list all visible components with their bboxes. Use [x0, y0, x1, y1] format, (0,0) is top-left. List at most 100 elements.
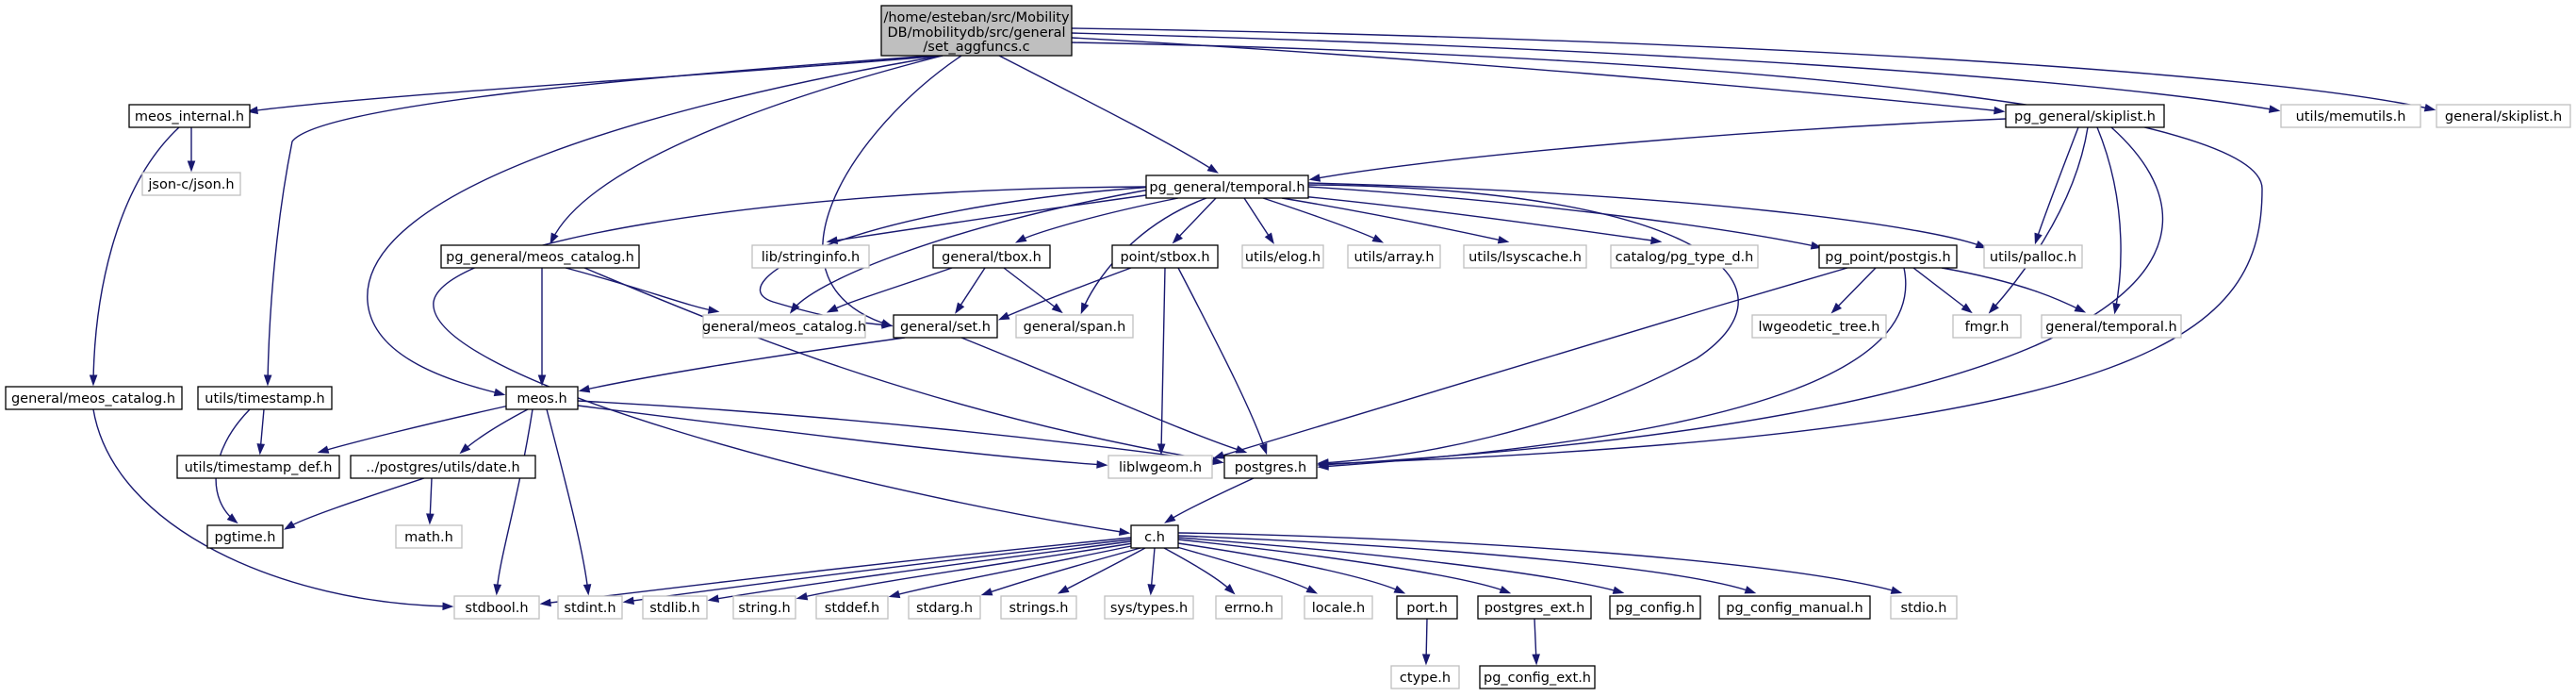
label-lwgeodetic-tree-h: lwgeodetic_tree.h [1759, 320, 1880, 335]
edge-c-to-strings [1057, 547, 1146, 594]
edge-point-stbox-to-general-set [997, 267, 1132, 321]
label-port-h: port.h [1406, 601, 1448, 616]
label-general-set-h: general/set.h [900, 320, 991, 335]
node-general-set-h[interactable]: general/set.h [893, 314, 998, 339]
edge-point-stbox-to-postgres [1177, 267, 1268, 456]
node-port-h[interactable]: port.h [1396, 595, 1458, 620]
node-general-span-h[interactable]: general/span.h [1015, 314, 1134, 339]
label-stddef-h: stddef.h [825, 601, 879, 616]
label-general-skiplist-h: general/skiplist.h [2445, 109, 2562, 124]
edge-setagg-to-general-set [822, 55, 962, 327]
node-lwgeodetic-tree-h[interactable]: lwgeodetic_tree.h [1751, 314, 1887, 339]
edge-pg-general-temporal-to-utils-lsyscache [1281, 197, 1510, 244]
edge-c-to-pg-config-manual [1177, 535, 1757, 594]
label-postgres-h: postgres.h [1235, 460, 1306, 475]
label-fmgr-h: fmgr.h [1965, 320, 2010, 335]
node-pg-point-postgis-h[interactable]: pg_point/postgis.h [1818, 244, 1958, 269]
node-utils-lsyscache-h[interactable]: utils/lsyscache.h [1463, 244, 1587, 269]
node-stdint-h[interactable]: stdint.h [557, 595, 623, 620]
node-pgtime-h[interactable]: pgtime.h [206, 524, 284, 549]
edge-meos-to-utils-timestamp-def [317, 405, 510, 454]
edge-c-to-stdint [622, 539, 1132, 606]
node-lib-stringinfo-h[interactable]: lib/stringinfo.h [751, 244, 870, 269]
node-stdlib-h[interactable]: stdlib.h [642, 595, 708, 620]
label-errno-h: errno.h [1224, 601, 1273, 616]
edge-setagg-to-general-skiplist [1071, 27, 2437, 112]
edge-general-meos-catalog-to-stdbool [92, 408, 454, 611]
node-utils-palloc-h[interactable]: utils/palloc.h [1983, 244, 2083, 269]
node-stdio-h[interactable]: stdio.h [1890, 595, 1958, 620]
node-general-temporal-h[interactable]: general/temporal.h [2041, 314, 2182, 339]
node-pg-general-meos-catalog-h[interactable]: pg_general/meos_catalog.h [440, 244, 640, 269]
node-utils-array-h[interactable]: utils/array.h [1347, 244, 1441, 269]
label-postgres-utils-date-h: ../postgres/utils/date.h [366, 460, 520, 475]
node-pg-general-temporal-h[interactable]: pg_general/temporal.h [1145, 174, 1309, 199]
edge-setagg-to-meos [367, 55, 943, 397]
node-math-h[interactable]: math.h [395, 524, 463, 549]
node-stddef-h[interactable]: stddef.h [815, 595, 889, 620]
label-liblwgeom-h: liblwgeom.h [1119, 460, 1202, 475]
edge-setagg-to-pg-general-meos-catalog [550, 55, 943, 245]
node-general-meos-catalog-h-left[interactable]: general/meos_catalog.h [5, 386, 183, 410]
edge-meos-to-stdint [546, 408, 592, 596]
root-file-line-3: /set_aggfuncs.c [923, 40, 1029, 55]
root-file-line-2: DB/mobilitydb/src/general [887, 25, 1065, 41]
label-utils-memutils-h: utils/memutils.h [2296, 109, 2406, 124]
edge-pg-general-temporal-to-utils-array [1262, 197, 1385, 243]
node-json-c-json-h[interactable]: json-c/json.h [141, 172, 241, 196]
node-ctype-h[interactable]: ctype.h [1390, 665, 1460, 689]
node-utils-elog-h[interactable]: utils/elog.h [1241, 244, 1324, 269]
label-utils-palloc-h: utils/palloc.h [1990, 250, 2076, 265]
label-pg-general-skiplist-h: pg_general/skiplist.h [2014, 109, 2156, 124]
edge-meos-to-stdbool [493, 408, 533, 596]
node-strings-h[interactable]: strings.h [1000, 595, 1077, 620]
label-stdint-h: stdint.h [564, 601, 615, 616]
node-postgres-h[interactable]: postgres.h [1223, 455, 1318, 479]
label-string-h: string.h [738, 601, 790, 616]
label-c-h: c.h [1144, 530, 1165, 545]
node-set-aggfuncs-c[interactable]: /home/esteban/src/Mobility DB/mobilitydb… [880, 5, 1073, 57]
node-postgres-ext-h[interactable]: postgres_ext.h [1477, 595, 1592, 620]
label-sys-types-h: sys/types.h [1110, 601, 1188, 616]
edge-pg-general-meos-catalog-to-meos [537, 268, 547, 387]
node-c-h[interactable]: c.h [1130, 524, 1179, 549]
node-general-meos-catalog-h-mid[interactable]: general/meos_catalog.h [702, 314, 866, 339]
node-pg-config-ext-h[interactable]: pg_config_ext.h [1479, 665, 1596, 689]
node-stdarg-h[interactable]: stdarg.h [908, 595, 981, 620]
node-meos-h[interactable]: meos.h [505, 386, 579, 410]
edge-c-to-string [796, 542, 1134, 601]
node-meos-internal-h[interactable]: meos_internal.h [128, 104, 251, 128]
node-utils-memutils-h[interactable]: utils/memutils.h [2280, 104, 2421, 128]
node-locale-h[interactable]: locale.h [1304, 595, 1373, 620]
edge-meos-to-postgres [577, 400, 1224, 466]
node-pg-general-skiplist-h[interactable]: pg_general/skiplist.h [2005, 104, 2165, 128]
label-meos-internal-h: meos_internal.h [135, 109, 244, 124]
edge-postgres-utils-date-to-pgtime [283, 477, 425, 530]
edge-postgres-ext-to-pg-config-ext [1532, 618, 1540, 666]
node-sys-types-h[interactable]: sys/types.h [1104, 595, 1194, 620]
node-errno-h[interactable]: errno.h [1215, 595, 1283, 620]
node-general-skiplist-h[interactable]: general/skiplist.h [2436, 104, 2571, 128]
label-general-meos-catalog-h-left: general/meos_catalog.h [11, 391, 175, 407]
node-pg-config-manual-h[interactable]: pg_config_manual.h [1718, 595, 1871, 620]
node-liblwgeom-h[interactable]: liblwgeom.h [1108, 455, 1213, 479]
edge-pg-general-temporal-to-c [433, 186, 1147, 536]
node-fmgr-h[interactable]: fmgr.h [1952, 314, 2022, 339]
node-utils-timestamp-h[interactable]: utils/timestamp.h [197, 386, 333, 410]
label-catalog-pg-type-d-h: catalog/pg_type_d.h [1616, 250, 1754, 265]
label-point-stbox-h: point/stbox.h [1120, 250, 1209, 265]
node-stdbool-h[interactable]: stdbool.h [453, 595, 540, 620]
node-string-h[interactable]: string.h [732, 595, 796, 620]
dependency-edges [89, 27, 2437, 666]
edge-c-to-pg-config [1177, 537, 1625, 594]
node-pg-config-h[interactable]: pg_config.h [1609, 595, 1701, 620]
edge-setagg-to-utils-memutils [1071, 32, 2281, 113]
node-point-stbox-h[interactable]: point/stbox.h [1111, 244, 1219, 269]
edge-c-to-errno [1163, 547, 1236, 595]
edge-pg-general-temporal-to-postgres [1307, 184, 1739, 467]
node-utils-timestamp-def-h[interactable]: utils/timestamp_def.h [176, 455, 340, 479]
node-general-tbox-h[interactable]: general/tbox.h [932, 244, 1051, 269]
node-postgres-utils-date-h[interactable]: ../postgres/utils/date.h [350, 455, 536, 479]
node-catalog-pg-type-d-h[interactable]: catalog/pg_type_d.h [1610, 244, 1759, 269]
label-stdarg-h: stdarg.h [916, 601, 973, 616]
